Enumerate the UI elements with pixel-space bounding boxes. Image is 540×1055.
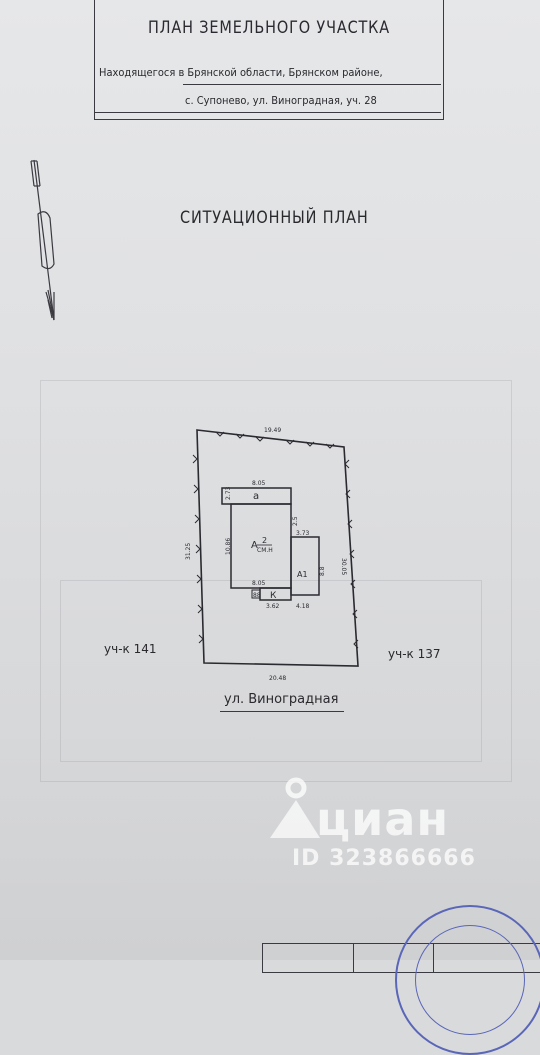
dim-plot-right: 30.05 <box>340 558 347 575</box>
dim-shed-bottom: 3.62 <box>266 603 280 610</box>
location-line-2: с. Супонево, ул. Виноградная, уч. 28 <box>185 94 377 107</box>
underline-1 <box>183 84 441 85</box>
building-main <box>230 503 292 589</box>
dim-plot-left: 31.25 <box>185 543 192 560</box>
dim-porch-side: 2.73 <box>225 486 232 500</box>
building-step <box>251 589 261 599</box>
building-porch <box>221 487 292 505</box>
fence-marks <box>192 431 359 649</box>
plan-drawing: 19.49 31.25 30.05 20.48 8.05 2.73 10.86 … <box>30 159 359 682</box>
seal-stamp <box>395 905 540 1055</box>
label-annex: А1 <box>297 570 308 579</box>
neighbor-right-label: уч-к 137 <box>388 647 441 661</box>
faint-grid-frame-inner <box>60 580 482 762</box>
location-line-1: Находящегося в Брянской области, Брянско… <box>99 66 383 79</box>
title-block: ПЛАН ЗЕМЕЛЬНОГО УЧАСТКА Находящегося в Б… <box>94 0 444 120</box>
dim-step: 2.5 <box>292 516 299 526</box>
dim-main-bottom: 8.05 <box>252 580 266 587</box>
dim-plot-bottom: 20.48 <box>269 675 286 682</box>
document-title: ПЛАН ЗЕМЕЛЬНОГО УЧАСТКА <box>147 18 391 38</box>
dim-annex-bottom: 4.18 <box>296 603 310 610</box>
building-annex <box>290 536 320 596</box>
label-main-floors: 2 <box>262 536 267 545</box>
cian-logo-icon <box>270 777 320 838</box>
dim-main-side: 10.86 <box>225 538 232 555</box>
watermark-brand: циан <box>316 792 450 846</box>
underline-2 <box>95 112 441 113</box>
street-underline <box>220 711 344 712</box>
north-arrow-icon <box>30 159 55 321</box>
street-label: ул. Виноградная <box>224 692 339 707</box>
dim-plot-top: 19.49 <box>264 427 281 434</box>
dim-annex-side: 8.8 <box>319 566 326 576</box>
watermark-id: ID 323866666 <box>292 846 476 871</box>
faint-grid-frame <box>40 380 512 782</box>
label-main-type: СМ.Н <box>257 547 273 554</box>
plot-boundary <box>196 429 359 667</box>
situation-plan-title: СИТУАЦИОННЫЙ ПЛАН <box>180 208 369 228</box>
neighbor-left-label: уч-к 141 <box>104 642 157 656</box>
label-porch: а <box>253 491 259 502</box>
dim-building-top: 8.05 <box>252 480 266 487</box>
dim-shed-side: 88 <box>253 592 261 599</box>
label-main: А <box>251 540 258 551</box>
dim-annex-top: 3.73 <box>296 530 310 537</box>
label-shed: К <box>270 591 277 601</box>
